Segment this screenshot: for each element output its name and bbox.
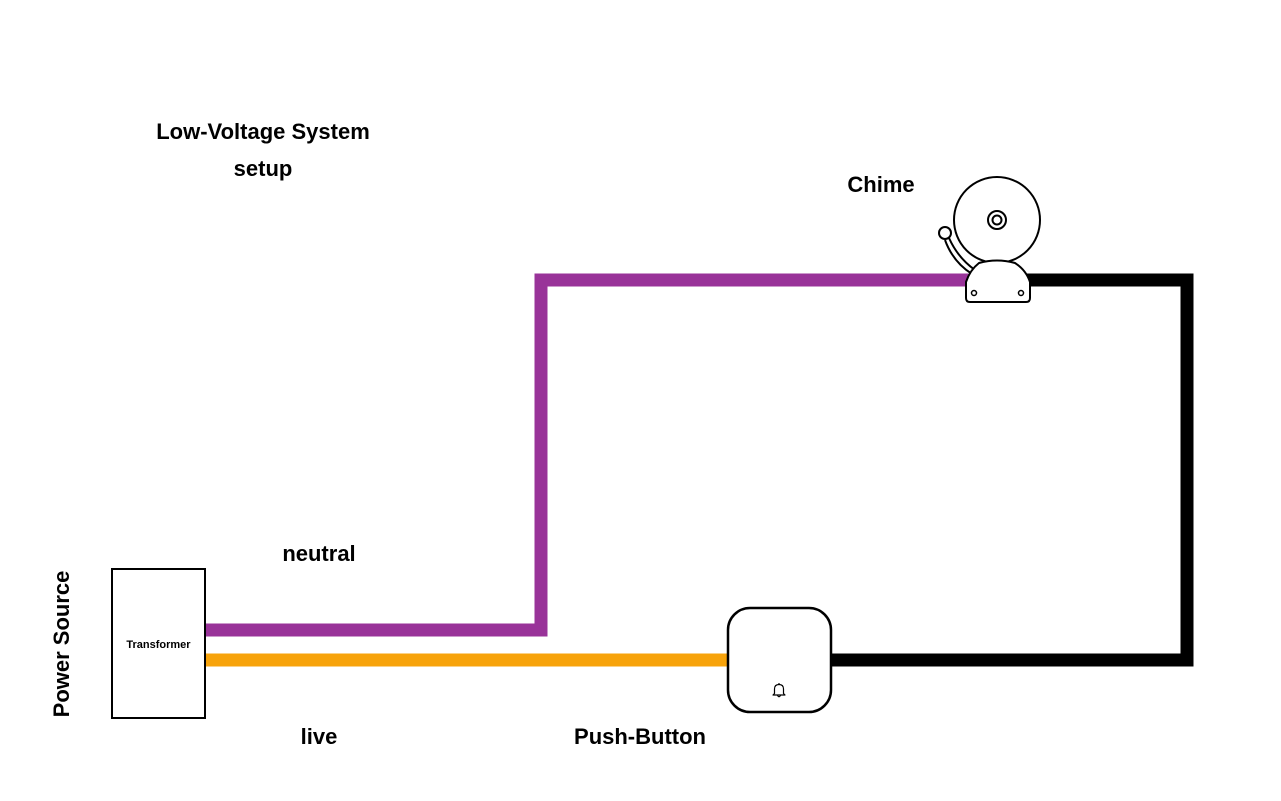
push-button-body[interactable] (726, 606, 833, 714)
power-source-label: Power Source (49, 571, 74, 718)
chime-base-screw-right (1017, 289, 1025, 297)
neutral-label: neutral (282, 541, 355, 566)
chime-bell-bolt-inner (991, 214, 1003, 226)
chime-striker-arm (948, 237, 976, 271)
chime-striker-ball (938, 226, 952, 240)
chime (938, 176, 1041, 303)
push-button[interactable] (726, 606, 833, 714)
return-wire (830, 273, 1194, 667)
title-line-2: setup (234, 156, 293, 181)
chime-striker-arm-inner (944, 239, 973, 275)
chime-base-screw-left (970, 289, 978, 297)
title-line-1: Low-Voltage System (156, 119, 370, 144)
push-button-label: Push-Button (574, 724, 706, 749)
transformer-box (111, 568, 206, 719)
transformer: Transformer (111, 568, 206, 719)
chime-label: Chime (847, 172, 914, 197)
bell-icon (772, 683, 786, 698)
transformer-label: Transformer (126, 639, 191, 651)
chime-base (965, 259, 1031, 303)
neutral-wire (205, 273, 975, 637)
live-label: live (301, 724, 338, 749)
